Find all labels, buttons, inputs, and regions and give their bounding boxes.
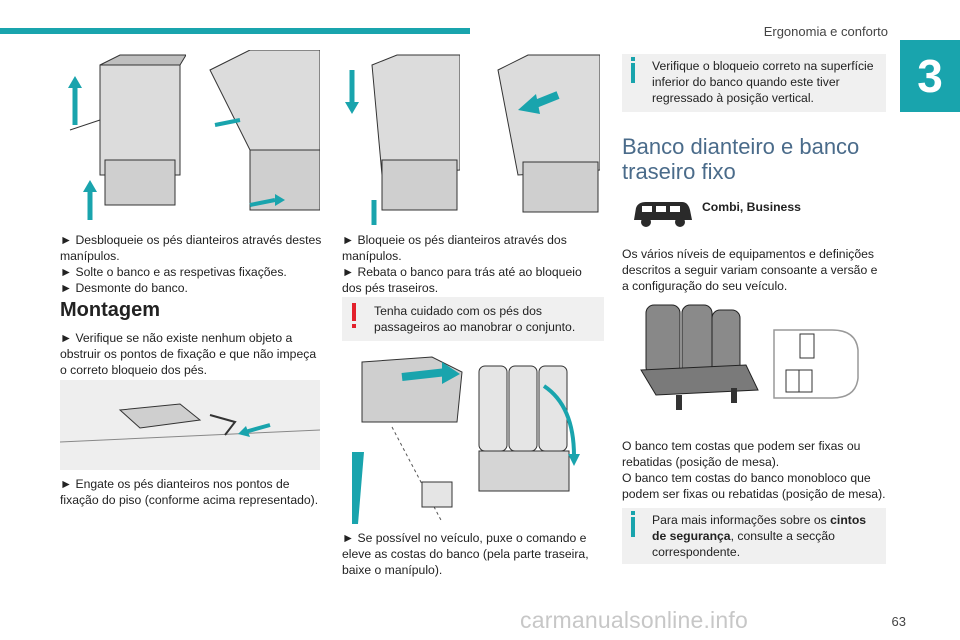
section-title: Banco dianteiro e banco traseiro fixo — [622, 134, 860, 184]
bench-seat-figure — [636, 300, 760, 412]
floor-anchor-figure — [60, 380, 320, 470]
info-bottom-suffix: , consulte a secção correspondente. — [652, 529, 835, 559]
seatbelt-link[interactable]: cintos de segurança — [652, 513, 867, 543]
header-bar — [0, 28, 470, 34]
bullet-pull-control: ► Se possível no veículo, puxe o comando… — [342, 531, 589, 577]
watermark: carmanualsonline.info — [520, 607, 748, 633]
section-header: Ergonomia e conforto — [763, 24, 888, 39]
seat-fold-back-figure — [478, 50, 600, 225]
bullet-fold-back: ► Rebata o banco para trás até ao bloque… — [342, 265, 582, 295]
seat-release-handles-figure — [60, 50, 186, 225]
info-bottom-prefix: Para mais informações sobre os — [652, 513, 831, 527]
variants-label: Combi, Business — [702, 200, 801, 214]
warning-text: Tenha cuidado com os pés dos passageiros… — [374, 304, 576, 334]
seat-lock-feet-figure — [342, 50, 460, 225]
bullet-engage-feet: ► Engate os pés dianteiros nos pontos de… — [60, 477, 319, 507]
info-bottom-text: Para mais informações sobre os cintos de… — [652, 512, 880, 560]
intro-text: Os vários níveis de equipamentos e defin… — [622, 247, 878, 293]
page-number: 63 — [891, 614, 906, 629]
info-top-text: Verifique o bloqueio correto na superfíc… — [652, 59, 874, 105]
van-icon — [630, 198, 694, 230]
chapter-tab: 3 — [900, 40, 960, 112]
bullet-unlock-feet: ► Desbloqueie os pés dianteiros através … — [60, 233, 322, 263]
bullet-check-obstruction: ► Verifique se não existe nenhum objeto … — [60, 331, 317, 377]
bullet-lock-feet: ► Bloqueie os pés dianteiros através dos… — [342, 233, 567, 263]
seat-removal-figure — [190, 50, 320, 225]
seat-backrest-raise-figure — [474, 356, 580, 524]
warning-icon — [352, 303, 356, 328]
info-box-top: Verifique o bloqueio correto na superfíc… — [622, 54, 886, 112]
seat-pull-handle-figure — [352, 352, 470, 524]
vehicle-layout-figure — [772, 322, 860, 406]
info-icon — [631, 511, 635, 537]
bullet-release-seat: ► Solte o banco e as respetivas fixações… — [60, 265, 287, 279]
bullet-remove-seat: ► Desmonte do banco. — [60, 281, 188, 295]
info-icon — [631, 57, 635, 83]
heading-montagem: Montagem — [60, 299, 160, 321]
warning-box: Tenha cuidado com os pés dos passageiros… — [342, 297, 604, 341]
info-box-bottom: Para mais informações sobre os cintos de… — [622, 508, 886, 564]
para-monobloc: O banco tem costas do banco monobloco qu… — [622, 471, 886, 501]
para-backrest-fixed: O banco tem costas que podem ser fixas o… — [622, 439, 861, 469]
